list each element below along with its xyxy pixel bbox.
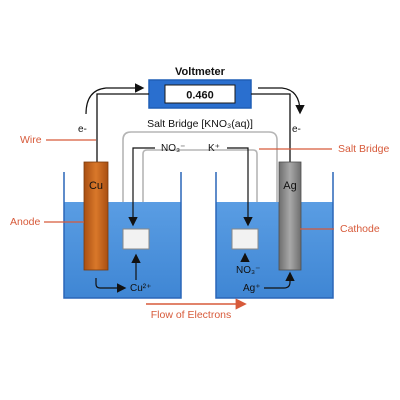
salt-bridge-callout-label: Salt Bridge: [338, 143, 390, 155]
potassium-arrow-bridge: [227, 147, 253, 227]
salt-bridge-tube-outer: [122, 131, 278, 238]
salt-bridge-label: Salt Bridge [KNO₃(aq)]: [147, 118, 253, 130]
copper-label: Cu: [89, 180, 103, 192]
potassium-label-bridge: K⁺: [208, 143, 220, 154]
right-beaker: [215, 172, 334, 299]
silver-label: Ag: [283, 180, 296, 192]
voltmeter-display: [164, 84, 236, 104]
copper-ion-arrow: [95, 278, 127, 293]
wire-callout-label: Wire: [20, 134, 42, 146]
nitrate-label-right: NO₃⁻: [236, 265, 260, 276]
right-solution: [216, 202, 333, 298]
electron-label-right: e-: [292, 124, 301, 135]
nitrate-arrow-bridge: [128, 147, 155, 227]
nitrate-label-bridge: NO₃⁻: [161, 143, 185, 154]
electron-flow-label: Flow of Electrons: [151, 309, 232, 321]
copper-ion-label: Cu²⁺: [130, 283, 151, 294]
electron-label-left: e-: [78, 124, 87, 135]
cathode-callout-label: Cathode: [340, 223, 380, 235]
silver-ion-label: Ag⁺: [243, 283, 261, 294]
silver-ion-arrow: [264, 271, 295, 289]
electron-arrow-left: [85, 83, 145, 115]
anode-callout-label: Anode: [10, 216, 41, 228]
voltmeter-title: Voltmeter: [175, 66, 226, 78]
wire-right: [251, 93, 291, 162]
voltmeter-reading: 0.460: [186, 90, 214, 102]
copper-electrode: [83, 161, 109, 271]
wire-left: [96, 93, 149, 162]
salt-bridge-plug-left: [122, 228, 150, 250]
salt-bridge-plug-right: [231, 228, 259, 250]
silver-electrode: [278, 161, 302, 271]
left-solution: [64, 202, 181, 298]
salt-bridge-tube-inner: [142, 149, 258, 238]
electron-arrow-right: [258, 87, 305, 115]
left-beaker: [63, 172, 182, 299]
